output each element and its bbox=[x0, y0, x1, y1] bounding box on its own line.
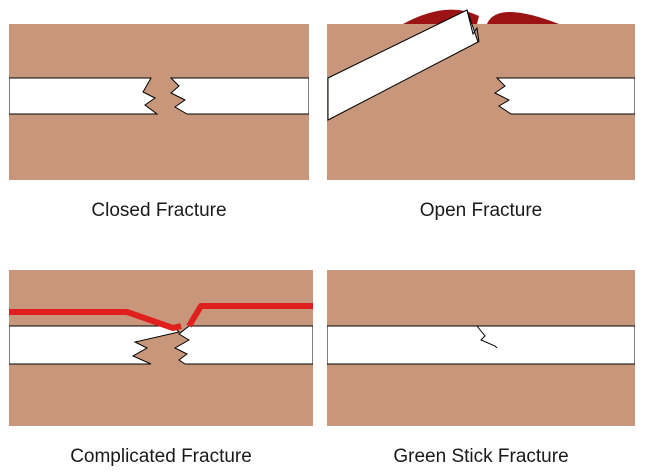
bone-right-fragment bbox=[494, 77, 635, 115]
bone-left-fragment bbox=[9, 77, 159, 115]
closed-fracture-caption: Closed Fracture bbox=[91, 200, 227, 221]
open-fracture-caption: Open Fracture bbox=[419, 200, 543, 221]
blood-vessel-left bbox=[9, 309, 182, 331]
bone-left-fragment-protruding bbox=[327, 9, 479, 121]
complicated-fracture-illustration bbox=[9, 270, 313, 426]
greenstick-fracture-illustration bbox=[327, 270, 635, 426]
bone-right-fragment bbox=[173, 325, 313, 365]
bone-right-fragment bbox=[169, 77, 309, 115]
blood-at-wound bbox=[403, 9, 559, 24]
closed-fracture-illustration bbox=[9, 24, 309, 180]
complicated-fracture-caption: Complicated Fracture bbox=[70, 446, 252, 467]
open-fracture-illustration bbox=[327, 9, 635, 180]
bone-intact bbox=[327, 325, 635, 365]
bone-crack-line bbox=[476, 325, 498, 349]
blood-vessel-right bbox=[186, 303, 313, 328]
greenstick-fracture-caption: Green Stick Fracture bbox=[393, 446, 569, 467]
bone-break-edge-top bbox=[466, 9, 480, 43]
